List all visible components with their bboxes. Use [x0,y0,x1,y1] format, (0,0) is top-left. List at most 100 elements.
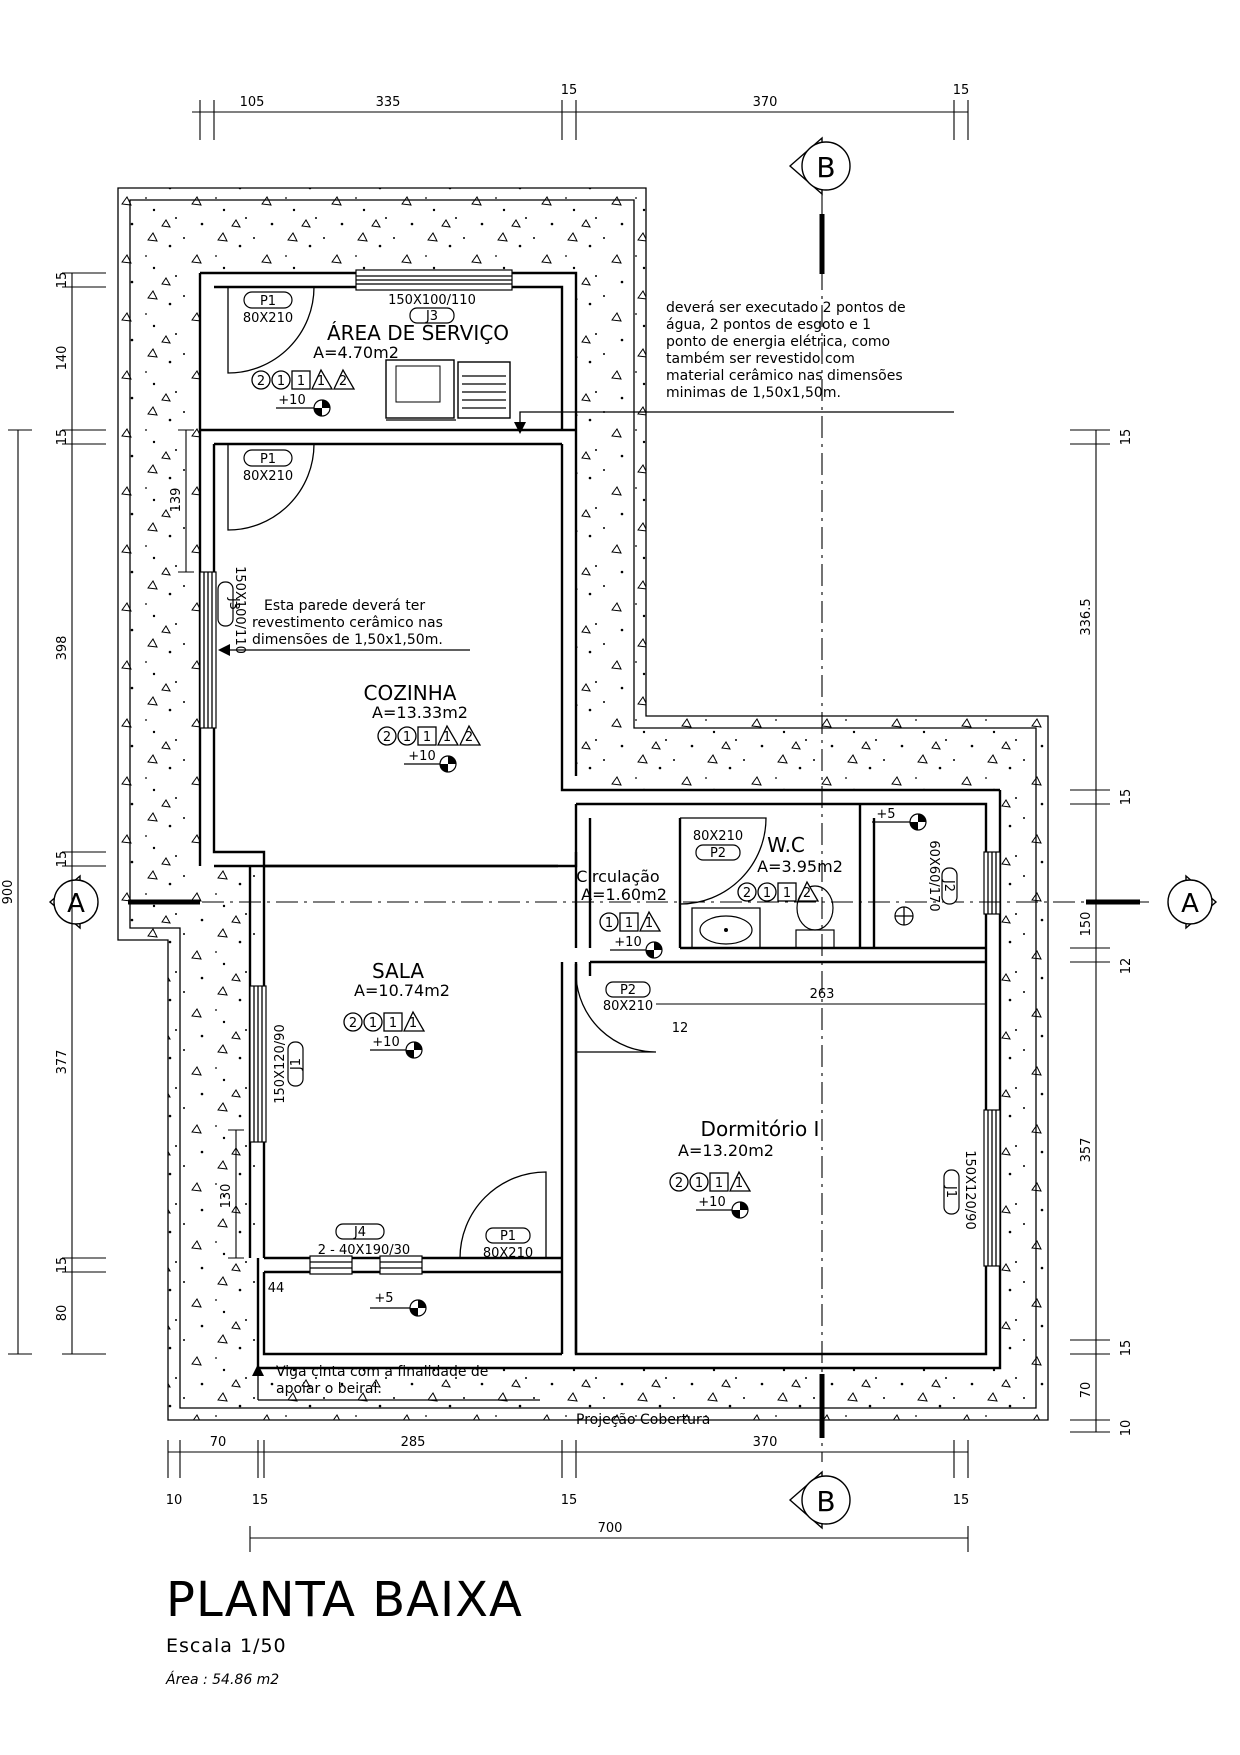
dimension-right: 15 336.5 15 150 12 357 15 70 10 [1070,429,1134,1436]
finish-code-circle [689,1172,709,1192]
dim-right-0: 15 [1119,429,1134,446]
finish-code-square [383,1012,403,1032]
door-tag-p1-cozinha: P1 80X210 [243,449,293,484]
note-cozinha: Esta parede deverá ter revestimento cerâ… [218,598,470,656]
finish-code-triangle [638,910,662,932]
room-wc-name: W.C [767,833,805,857]
room-circulacao-area: A=1.60m2 [581,885,667,904]
level-varanda: +5 [374,1291,393,1306]
window-tag-j3-cozinha-size: 150X100/110 [232,566,247,654]
window-tag-j3-servico: 150X100/110 J3 [388,293,476,324]
dim-bedroom-width: 263 [810,987,835,1002]
finish-code-circle [363,1012,383,1032]
dim-bottom-small-2: 15 [561,1493,578,1508]
finish-code-circle [669,1172,689,1192]
level-servico: +10 [278,393,305,408]
finish-code-label: 1 [423,730,431,745]
dim-bottom-0: 70 [210,1435,227,1450]
dim-top-4: 15 [953,83,970,98]
level-wc: +5 [876,807,895,822]
window-tag-j1-sala-size: 150X120/90 [273,1024,288,1103]
finish-code-triangle [728,1170,752,1192]
finish-code-circle [397,726,417,746]
window-j4-sala [309,1255,423,1275]
finish-code-triangle [402,1010,426,1032]
window-tag-j1-dorm-size: 150X120/90 [962,1150,977,1229]
room-circulacao-name: Circulação [576,867,659,886]
window-tag-j4-sala: J4 2 - 40X190/30 [318,1223,410,1258]
dim-left-1: 140 [55,346,70,371]
roof-projection-outline [117,187,1049,1421]
note-servico-line-3: também ser revestido com [666,351,855,367]
dim-left-6: 15 [55,1257,70,1274]
level-marker-cozinha: +10 [404,749,457,773]
dim-left-3: 398 [55,636,70,661]
finish-code-triangle [796,880,820,902]
dim-left-4: 15 [55,851,70,868]
room-cozinha: COZINHA A=13.33m2 [364,681,468,722]
section-label-b-bottom: B [816,1485,835,1518]
dim-right-6: 15 [1119,1340,1134,1357]
level-marker-varanda: +5 [370,1291,427,1317]
dim-right-5: 357 [1079,1138,1094,1163]
door-tag-p2-dorm-code: P2 [620,983,636,998]
dim-bottom-small-1: 15 [252,1493,269,1508]
room-cozinha-name: COZINHA [364,681,457,705]
finish-code-label: 1 [783,886,791,901]
shower-fixture [894,906,914,926]
window-j1-sala [249,985,267,1143]
finish-code-label: 2 [465,730,473,745]
note-servico-line-4: material cerâmico nas dimensões [666,368,903,384]
dim-top-0: 105 [240,95,265,110]
room-cozinha-area: A=13.33m2 [372,703,468,722]
section-marker-b-top: B [788,136,851,196]
sink-fixture [691,907,761,949]
window-tag-j2-wc-code: J2 [941,879,956,892]
room-servico-area: A=4.70m2 [313,343,399,362]
finish-code-label: 1 [277,374,285,389]
finish-code-label: 1 [695,1176,703,1191]
dim-kitchen-window: 139 [169,488,184,513]
finish-code-label: 1 [735,1176,743,1191]
level-cozinha: +10 [408,749,435,764]
door-p1-cozinha [227,443,315,531]
dim-bottom-2: 370 [753,1435,778,1450]
section-label-b-top: B [816,151,835,184]
note-servico-line-5: minimas de 1,50x1,50m. [666,385,841,401]
finish-code-circle [737,882,757,902]
dimension-top: 105 335 15 370 15 [192,83,969,140]
dim-bottom-small-3: 15 [953,1493,970,1508]
drawing-area: Área : 54.86 m2 [165,1671,279,1688]
finish-code-triangle [332,368,356,390]
wall-servico [198,271,578,866]
finish-code-square [619,912,639,932]
window-tag-j3-cozinha: J3 150X100/110 [217,566,247,654]
wall-kitchen [212,430,1000,1258]
note-viga-line-1: apoiar o beiral. [276,1381,382,1397]
door-tag-p1-servico-size: 80X210 [243,311,293,326]
note-cozinha-line-0: Esta parede deverá ter [264,598,425,614]
section-marker-b-bottom: B [788,1470,851,1530]
room-servico-name: ÁREA DE SERVIÇO [327,321,509,345]
finish-code-label: 1 [645,916,653,931]
window-tag-j1-sala: 150X120/90 J1 [273,1024,304,1103]
window-tag-j4-sala-code: J4 [353,1225,366,1240]
door-tag-p2-wc-code: P2 [710,846,726,861]
section-label-a-right: A [1181,889,1199,919]
window-tag-j3-cozinha-code: J3 [226,597,241,610]
laundry-tank-fixture [457,361,511,419]
note-servico: deverá ser executado 2 pontos de água, 2… [514,300,954,434]
level-dormitorio: +10 [698,1195,725,1210]
finish-code-label: 2 [675,1176,683,1191]
dim-bedroom-small: 12 [672,1021,689,1036]
finish-code-triangle [436,724,460,746]
window-tag-j1-sala-code: J1 [289,1058,304,1071]
dim-bottom-small-0: 10 [166,1493,183,1508]
window-j2-wc [983,851,1001,915]
dim-right-2: 15 [1119,789,1134,806]
dim-left-7: 80 [55,1305,70,1322]
finish-code-label: 1 [715,1176,723,1191]
